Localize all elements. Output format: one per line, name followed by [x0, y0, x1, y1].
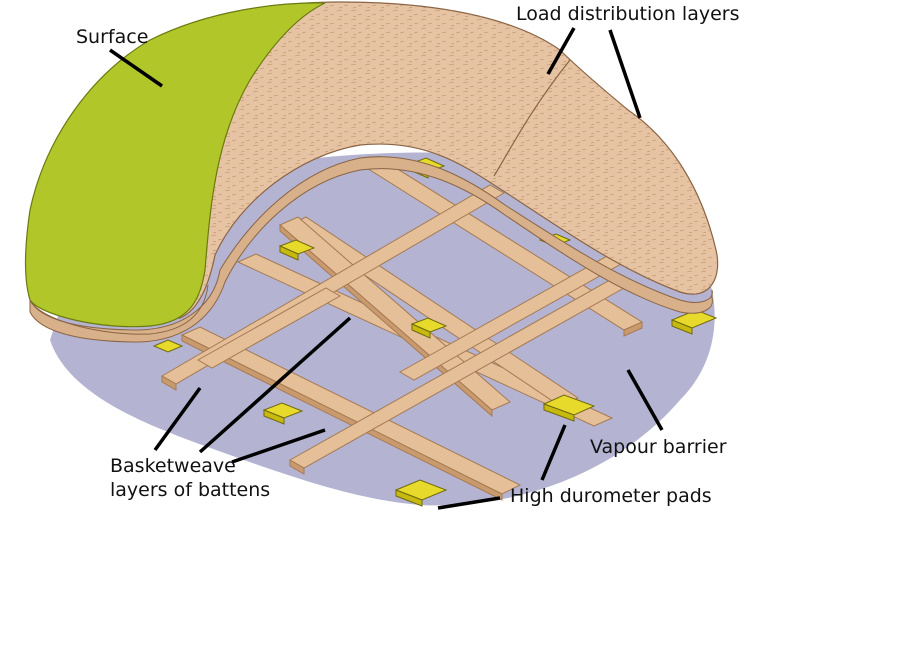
leader-lines	[109, 27, 664, 510]
pad	[394, 479, 448, 507]
leader-battens-2	[198, 316, 352, 454]
label-load-distribution-layers: Load distribution layers	[516, 3, 740, 25]
pad	[278, 239, 316, 261]
label-vapour-barrier: Vapour barrier	[590, 436, 727, 458]
leader-surface	[109, 48, 163, 88]
label-surface: Surface	[76, 26, 149, 48]
load-distribution-lower-edge	[29, 156, 713, 343]
leader-vapour	[626, 369, 664, 431]
leader-load-1	[546, 27, 576, 75]
pad	[542, 394, 596, 422]
leader-battens-3	[231, 428, 326, 464]
leader-pads-1	[540, 424, 567, 481]
pad	[152, 339, 184, 353]
surface-layer	[24, 2, 326, 328]
label-battens-line-2: layers of battens	[110, 479, 271, 502]
leader-load-2	[608, 29, 642, 119]
label-basketweave-battens: Basketweave layers of battens	[110, 454, 270, 502]
label-battens-line-1: Basketweave	[110, 455, 236, 477]
leader-pads-2	[437, 496, 501, 510]
label-high-durometer-pads: High durometer pads	[510, 485, 712, 507]
load-layer-fold	[493, 59, 571, 177]
pad	[262, 402, 304, 425]
pad	[410, 317, 448, 339]
leader-battens-1	[153, 386, 202, 452]
